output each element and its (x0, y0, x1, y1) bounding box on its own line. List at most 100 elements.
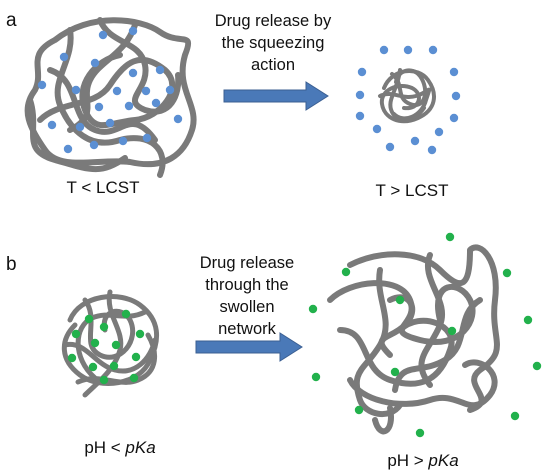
drug-molecule (121, 309, 131, 319)
drug-molecule (451, 91, 461, 101)
drug-molecule (59, 52, 69, 62)
panel-b-loaded-drugs (67, 309, 145, 385)
polymer-chain (378, 294, 416, 358)
drug-molecule (395, 295, 405, 305)
drug-molecule (449, 67, 459, 77)
panel-b-arrow-text-line-1: Drug release (200, 254, 294, 272)
panel-b-released-drugs (308, 232, 542, 438)
panel-a: a Drug release by the squeezing action (6, 10, 461, 200)
panel-b-left-caption: pH < pKa (84, 438, 155, 457)
panel-b-compact-network (61, 289, 160, 398)
panel-a-loaded-drugs (37, 26, 183, 154)
drug-molecule (502, 268, 512, 278)
polymer-chain (61, 294, 160, 386)
polymer-chain (54, 27, 166, 178)
polymer-chain (67, 22, 138, 133)
polymer-chain (37, 52, 176, 129)
panel-a-arrow-text-line-3: action (251, 56, 295, 74)
panel-b-arrow: Drug release through the swollen network (195, 254, 303, 362)
drug-molecule (124, 101, 134, 111)
drug-molecule (99, 322, 109, 332)
drug-molecule (128, 68, 138, 78)
drug-molecule (379, 45, 389, 55)
drug-molecule (142, 133, 152, 143)
drug-molecule (67, 353, 77, 363)
panel-b-arrow-text-line-2: through the (205, 276, 288, 294)
drug-molecule (341, 267, 351, 277)
polymer-chain (27, 97, 128, 173)
drug-molecule (75, 122, 85, 132)
drug-molecule (131, 352, 141, 362)
drug-molecule (357, 67, 367, 77)
drug-molecule (173, 114, 183, 124)
drug-molecule (63, 144, 73, 154)
drug-molecule (532, 361, 542, 371)
polymer-chain (390, 68, 428, 108)
panel-b-arrow-text-line-3: swollen (219, 298, 274, 316)
panel-b-arrow-text-line-4: network (218, 320, 277, 338)
drug-molecule (129, 373, 139, 383)
drug-molecule (410, 136, 420, 146)
drug-molecule (111, 340, 121, 350)
drug-molecule (141, 86, 151, 96)
drug-molecule (112, 86, 122, 96)
panel-a-released-drugs (355, 45, 461, 155)
drug-molecule (98, 30, 108, 40)
drug-molecule (355, 90, 365, 100)
polymer-chain (353, 267, 403, 417)
panel-a-left-caption: T < LCST (67, 178, 140, 197)
polymer-chain (372, 405, 394, 435)
panel-b: b Drug release through the swollen netwo… (6, 232, 542, 470)
drug-molecule (434, 127, 444, 137)
drug-molecule (128, 26, 138, 36)
right-arrow-icon (223, 81, 329, 111)
drug-molecule (390, 367, 400, 377)
panel-b-swollen-network (327, 244, 500, 435)
drug-molecule (71, 329, 81, 339)
drug-molecule (37, 80, 47, 90)
drug-molecule (105, 118, 115, 128)
polymer-chain (327, 280, 476, 345)
panel-a-expanded-coil (24, 17, 197, 178)
drug-molecule (84, 314, 94, 324)
drug-molecule (427, 145, 437, 155)
panel-a-right-caption: T > LCST (376, 181, 449, 200)
drug-molecule (372, 124, 382, 134)
polymer-chain (82, 289, 124, 398)
drug-molecule (155, 65, 165, 75)
polymer-chain (75, 332, 158, 385)
drug-molecule (523, 315, 533, 325)
drug-molecule (385, 142, 395, 152)
drug-molecule (135, 329, 145, 339)
drug-molecule (94, 102, 104, 112)
panel-a-arrow: Drug release by the squeezing action (215, 12, 332, 111)
polymer-chain (82, 297, 136, 360)
panel-b-label: b (6, 254, 17, 275)
drug-molecule (90, 338, 100, 348)
drug-molecule (445, 232, 455, 242)
drug-molecule (88, 362, 98, 372)
polymer-chain (47, 67, 158, 143)
drug-molecule (109, 361, 119, 371)
drug-molecule (89, 140, 99, 150)
drug-molecule (415, 428, 425, 438)
drug-molecule (308, 304, 318, 314)
drug-molecule (165, 85, 175, 95)
polymer-chain (347, 244, 500, 413)
drug-molecule (99, 375, 109, 385)
panel-a-arrow-text-line-2: the squeezing (222, 34, 325, 52)
panel-a-label: a (6, 10, 17, 31)
polymer-chain (388, 68, 426, 122)
right-arrow-icon (195, 332, 303, 362)
panel-a-arrow-text-line-1: Drug release by (215, 12, 332, 30)
panel-a-collapsed-coil (378, 68, 436, 124)
drug-molecule (354, 405, 364, 415)
drug-molecule (71, 85, 81, 95)
drug-molecule (449, 113, 459, 123)
drug-molecule (47, 120, 57, 130)
polymer-chain (347, 359, 498, 409)
drug-molecule (151, 98, 161, 108)
drug-molecule (311, 372, 321, 382)
drug-molecule (428, 45, 438, 55)
panel-b-right-caption: pH > pKa (387, 451, 458, 470)
